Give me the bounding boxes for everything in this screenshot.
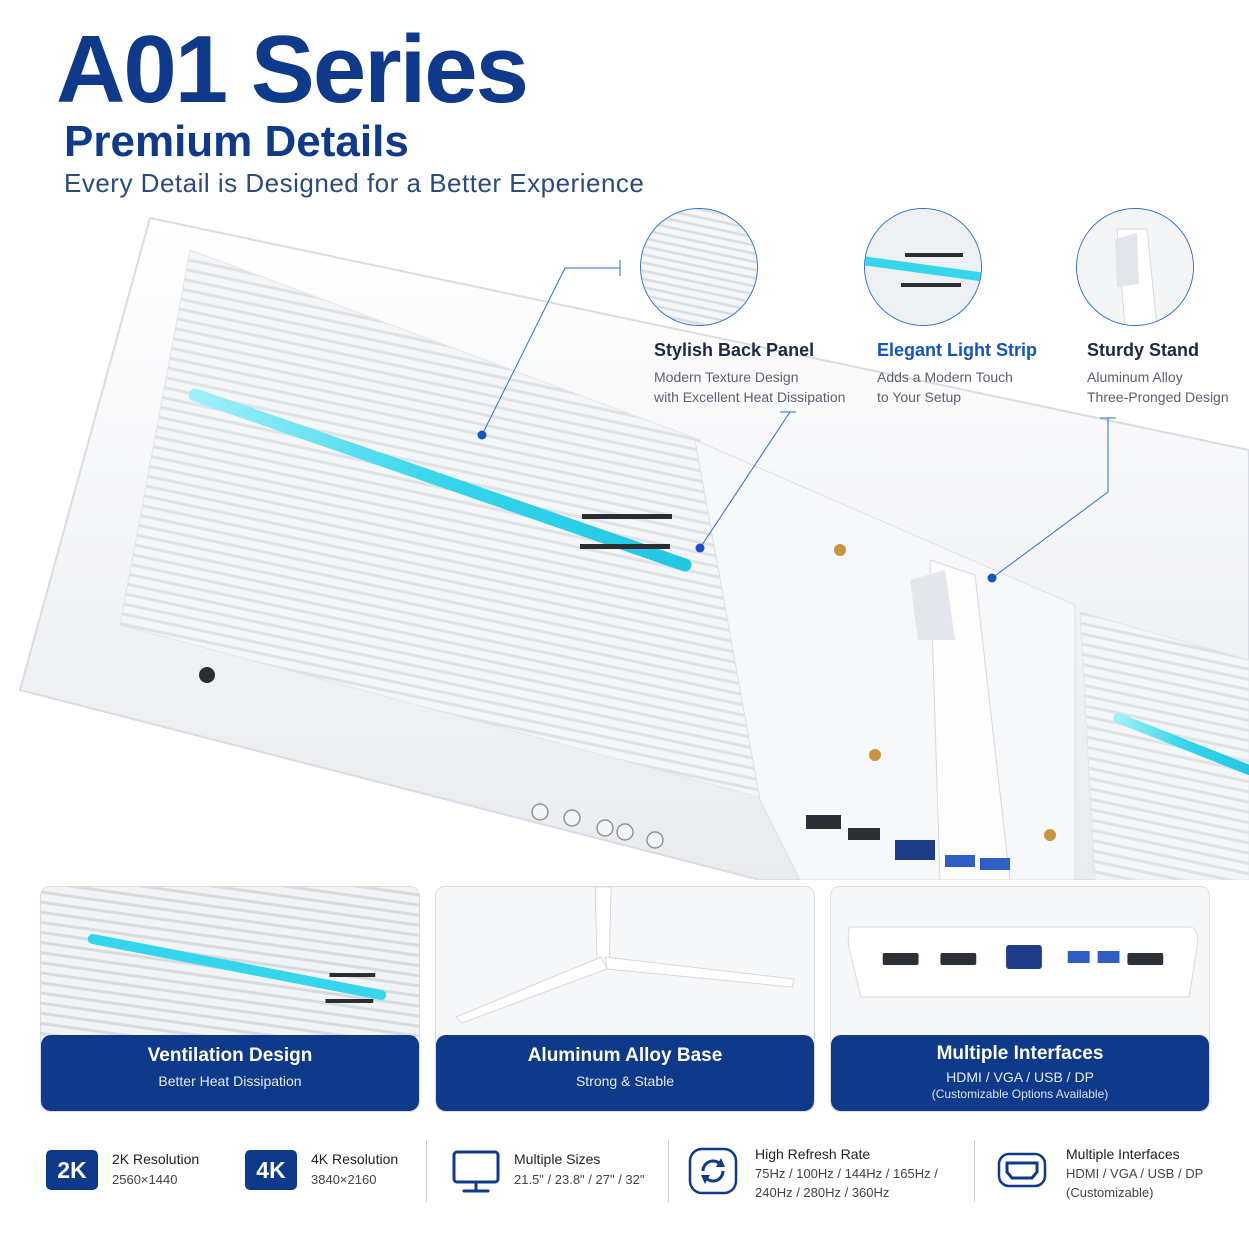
- card-label: Ventilation Design Better Heat Dissipati…: [41, 1035, 419, 1111]
- refresh-icon: [688, 1147, 738, 1195]
- alloy-base-image: [436, 887, 814, 1037]
- stand-detail-image: [1076, 208, 1194, 326]
- callout-light-strip: Elegant Light Strip Adds a Modern Touch …: [864, 208, 1037, 408]
- vent-slots: [580, 514, 672, 549]
- back-panel-detail-image: [640, 208, 758, 326]
- divider: [668, 1140, 669, 1202]
- light-strip: [188, 388, 692, 572]
- spec-value: HDMI / VGA / USB / DP: [1066, 1166, 1204, 1181]
- card-label: Aluminum Alloy Base Strong & Stable: [436, 1035, 814, 1111]
- card-title: Aluminum Alloy Base: [527, 1045, 723, 1066]
- spec-title: Multiple Sizes: [514, 1151, 601, 1167]
- spec-value: (Customizable): [1066, 1184, 1154, 1200]
- monitor-back-illustration: [18, 216, 1249, 880]
- spec-title: High Refresh Rate: [755, 1146, 871, 1162]
- callout-stand: Sturdy Stand Aluminum Alloy Three-Pronge…: [1076, 208, 1229, 408]
- spec-value: 21.5" / 23.8" / 27" / 32": [514, 1172, 645, 1187]
- card-desc: HDMI / VGA / USB / DP: [946, 1069, 1094, 1085]
- callout-desc-line: Aluminum Alloy: [1087, 369, 1183, 385]
- callout-title: Elegant Light Strip: [877, 340, 1037, 360]
- monitor-icon: [452, 1150, 500, 1193]
- feature-cards: Ventilation Design Better Heat Dissipati…: [40, 886, 1210, 1112]
- light-strip-detail-image: [864, 208, 982, 326]
- callout-desc-line: Three-Pronged Design: [1087, 389, 1229, 406]
- spec-strip: 2K 2K Resolution 2560×1440 4K 4K Resolut…: [40, 1138, 1220, 1210]
- card-note: (Customizable Options Available): [931, 1087, 1109, 1101]
- callout-desc-line: Modern Texture Design: [654, 369, 799, 385]
- page-title: A01 Series: [56, 16, 529, 123]
- callout-title: Sturdy Stand: [1087, 340, 1200, 360]
- resolution-4k-badge: 4K: [245, 1150, 297, 1190]
- hdmi-port-icon: [997, 1152, 1047, 1188]
- ventilation-image: [41, 887, 419, 1037]
- card-interfaces: Multiple Interfaces HDMI / VGA / USB / D…: [830, 886, 1210, 1112]
- port-cluster: [806, 815, 1010, 870]
- interfaces-image: [831, 887, 1209, 1037]
- spec-title: 4K Resolution: [311, 1151, 399, 1167]
- card-ventilation: Ventilation Design Better Heat Dissipati…: [40, 886, 420, 1112]
- callout-title: Stylish Back Panel: [654, 340, 815, 360]
- spec-title: Multiple Interfaces: [1066, 1146, 1180, 1162]
- callout-desc-line: with Excellent Heat Dissipation: [654, 389, 846, 406]
- divider: [426, 1140, 427, 1202]
- callout-desc-line: to Your Setup: [877, 389, 962, 406]
- spec-value: 75Hz / 100Hz / 144Hz / 165Hz /: [755, 1166, 938, 1181]
- spec-title: 2K Resolution: [112, 1151, 200, 1167]
- card-label: Multiple Interfaces HDMI / VGA / USB / D…: [831, 1035, 1209, 1111]
- spec-value: 2560×1440: [112, 1172, 178, 1187]
- card-alloy-base: Aluminum Alloy Base Strong & Stable: [435, 886, 815, 1112]
- card-desc: Strong & Stable: [575, 1073, 675, 1089]
- page-tagline: Every Detail is Designed for a Better Ex…: [64, 168, 645, 198]
- spec-value: 3840×2160: [311, 1172, 377, 1187]
- callout-desc-line: Adds a Modern Touch: [877, 369, 1013, 385]
- callout-back-panel: Stylish Back Panel Modern Texture Design…: [640, 208, 845, 408]
- card-desc: Better Heat Dissipation: [158, 1073, 302, 1089]
- card-title: Multiple Interfaces: [936, 1043, 1104, 1064]
- control-buttons: [531, 803, 664, 849]
- page-subtitle: Premium Details: [64, 117, 409, 166]
- divider: [974, 1140, 975, 1202]
- spec-value: 240Hz / 280Hz / 360Hz: [755, 1184, 890, 1200]
- resolution-2k-badge: 2K: [46, 1150, 98, 1190]
- card-title: Ventilation Design: [147, 1045, 313, 1066]
